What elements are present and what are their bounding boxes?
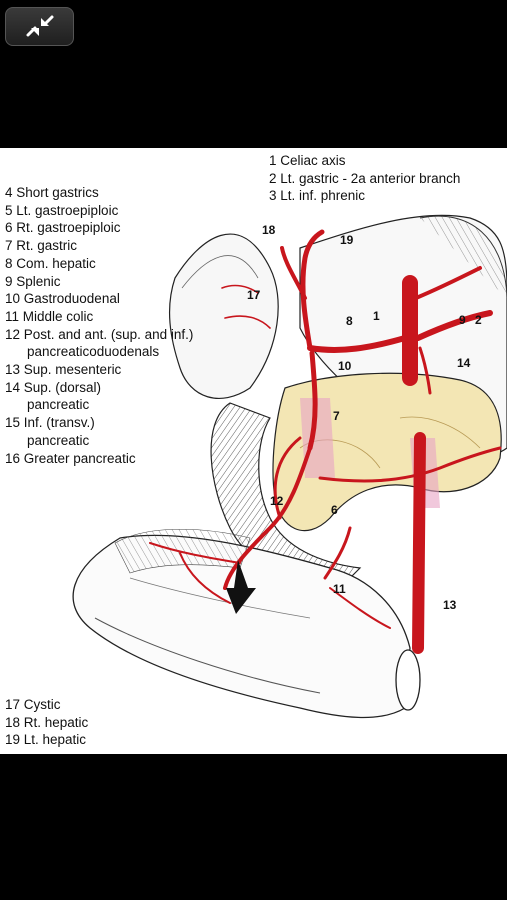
legend-item: 13 Sup. mesenteric [5, 362, 122, 378]
legend-item: 18 Rt. hepatic [5, 714, 89, 730]
legend-item: 8 Com. hepatic [5, 255, 96, 271]
legend-item: 9 Splenic [5, 273, 61, 289]
callout-7: 7 [333, 409, 340, 423]
legend-item: 7 Rt. gastric [5, 238, 78, 254]
legend-item: 4 Short gastrics [5, 185, 99, 200]
legend-item: 5 Lt. gastroepiploic [5, 202, 119, 218]
illustration-viewer[interactable]: 1 2 6 7 8 9 10 11 12 13 14 17 18 19 1 Ce… [0, 148, 507, 754]
legend-item: pancreaticoduodenals [27, 344, 160, 360]
collapse-button[interactable] [5, 7, 74, 46]
callout-17: 17 [247, 288, 261, 302]
legend-bottom: 17 Cystic 18 Rt. hepatic 19 Lt. hepatic [5, 696, 88, 749]
legend-item: 10 Gastroduodenal [5, 291, 120, 307]
callout-2: 2 [475, 313, 482, 327]
legend-item: pancreatic [27, 397, 90, 413]
anatomy-illustration: 1 2 6 7 8 9 10 11 12 13 14 17 18 19 [72, 214, 507, 719]
legend-item: 1 Celiac axis [269, 153, 346, 168]
legend-left: 4 Short gastrics 5 Lt. gastroepiploic 6 … [5, 184, 193, 467]
legend-item: pancreatic [27, 432, 90, 448]
legend-item: 3 Lt. inf. phrenic [269, 188, 366, 204]
callout-13: 13 [443, 598, 457, 612]
legend-item: 12 Post. and ant. (sup. and inf.) [5, 326, 194, 342]
callout-10: 10 [338, 359, 352, 373]
collapse-arrows-icon [26, 15, 53, 36]
callout-18: 18 [262, 223, 276, 237]
legend-item: 11 Middle colic [5, 308, 94, 324]
callout-12: 12 [270, 494, 284, 508]
legend-item: 2 Lt. gastric - 2a anterior branch [269, 170, 461, 186]
legend-item: 6 Rt. gastroepiploic [5, 220, 121, 236]
legend-item: 17 Cystic [5, 697, 61, 712]
callout-11: 11 [333, 582, 346, 596]
callout-9: 9 [459, 313, 466, 327]
legend-item: 19 Lt. hepatic [5, 732, 87, 748]
callout-8: 8 [346, 314, 353, 328]
legend-item: 14 Sup. (dorsal) [5, 379, 102, 395]
callout-19: 19 [340, 233, 354, 247]
callout-1: 1 [373, 309, 380, 323]
legend-item: 16 Greater pancreatic [5, 450, 136, 466]
callout-14: 14 [457, 356, 471, 370]
legend-top: 1 Celiac axis 2 Lt. gastric - 2a anterio… [269, 152, 460, 205]
legend-item: 15 Inf. (transv.) [5, 415, 95, 431]
callout-6: 6 [331, 503, 338, 517]
